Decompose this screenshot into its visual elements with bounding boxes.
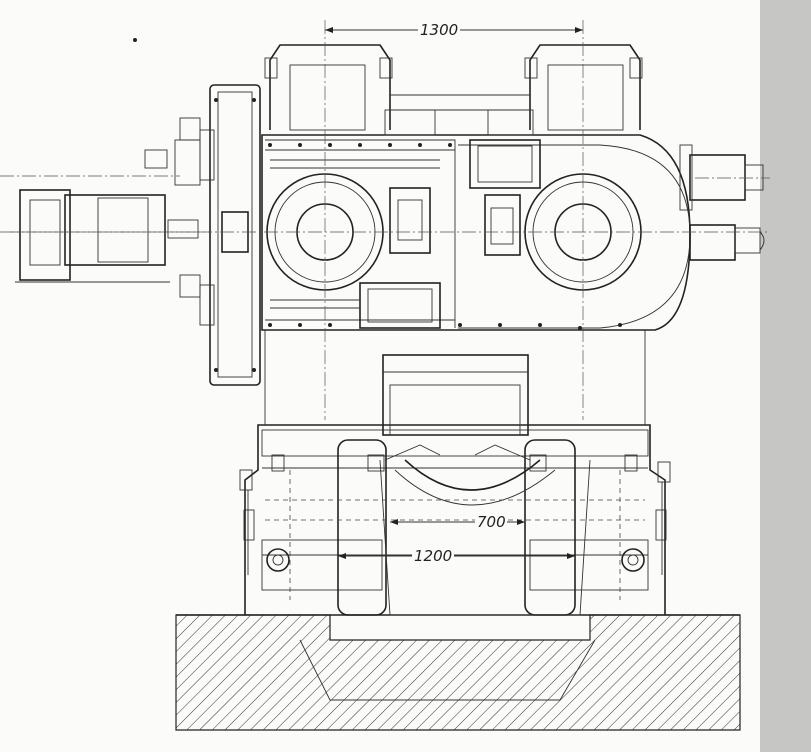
dimension-700: 700 bbox=[390, 512, 525, 531]
top-motors bbox=[264, 44, 643, 136]
foundation bbox=[175, 614, 741, 731]
center-lines bbox=[0, 20, 770, 420]
right-fittings bbox=[679, 144, 770, 261]
dim-label-700: 700 bbox=[477, 513, 506, 531]
base-housing bbox=[239, 424, 671, 616]
left-drive bbox=[10, 84, 261, 386]
dim-label-1300: 1300 bbox=[420, 21, 458, 39]
center-column bbox=[264, 330, 646, 436]
rivets bbox=[133, 38, 622, 372]
dimension-1300: 1300 bbox=[325, 20, 583, 39]
dim-label-1200: 1200 bbox=[414, 547, 452, 565]
gear-housing bbox=[261, 134, 691, 331]
page-edge-shadow bbox=[760, 0, 811, 752]
dimension-1200: 1200 bbox=[338, 546, 575, 565]
